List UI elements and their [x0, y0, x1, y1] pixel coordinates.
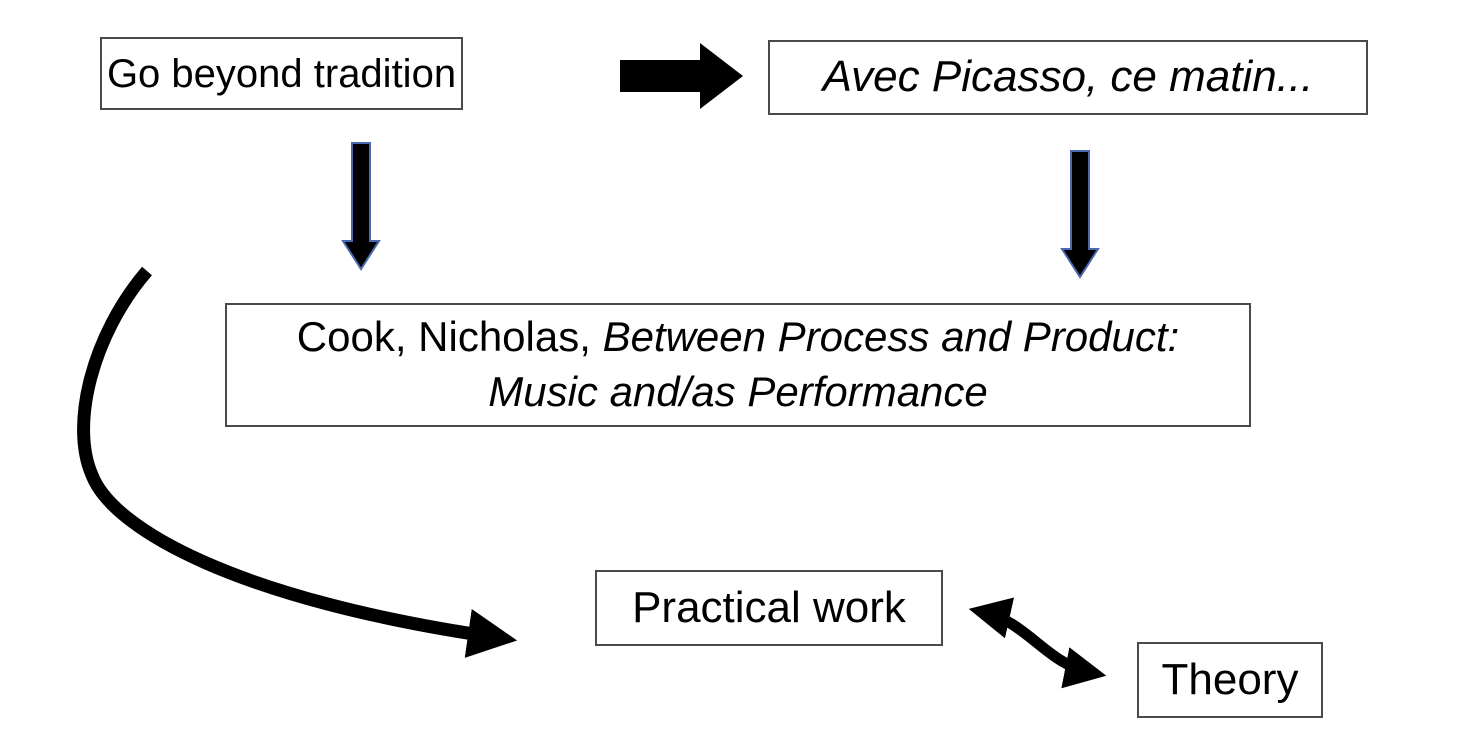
node-avec-picasso-label: Avec Picasso, ce matin... — [822, 52, 1314, 102]
node-theory: Theory — [1137, 642, 1323, 718]
block-arrow-down-left-icon — [341, 142, 381, 271]
block-arrow-right-icon — [620, 43, 743, 109]
double-arrow-practical-theory-icon — [968, 597, 1107, 689]
node-cook-line1: Cook, Nicholas, Between Process and Prod… — [297, 310, 1179, 365]
node-practical-work: Practical work — [595, 570, 943, 646]
node-go-beyond-tradition: Go beyond tradition — [100, 37, 463, 110]
block-arrow-down-right-icon — [1060, 150, 1100, 279]
node-cook-title-part1: Between Process and Product: — [602, 313, 1180, 361]
node-go-beyond-tradition-label: Go beyond tradition — [106, 51, 457, 96]
node-cook-title-part2: Music and/as Performance — [488, 368, 988, 415]
node-practical-work-label: Practical work — [632, 582, 906, 632]
node-theory-label: Theory — [1161, 654, 1299, 704]
node-cook-reference: Cook, Nicholas, Between Process and Prod… — [225, 303, 1251, 427]
node-avec-picasso: Avec Picasso, ce matin... — [768, 40, 1368, 115]
node-cook-author: Cook, Nicholas, — [296, 313, 603, 361]
